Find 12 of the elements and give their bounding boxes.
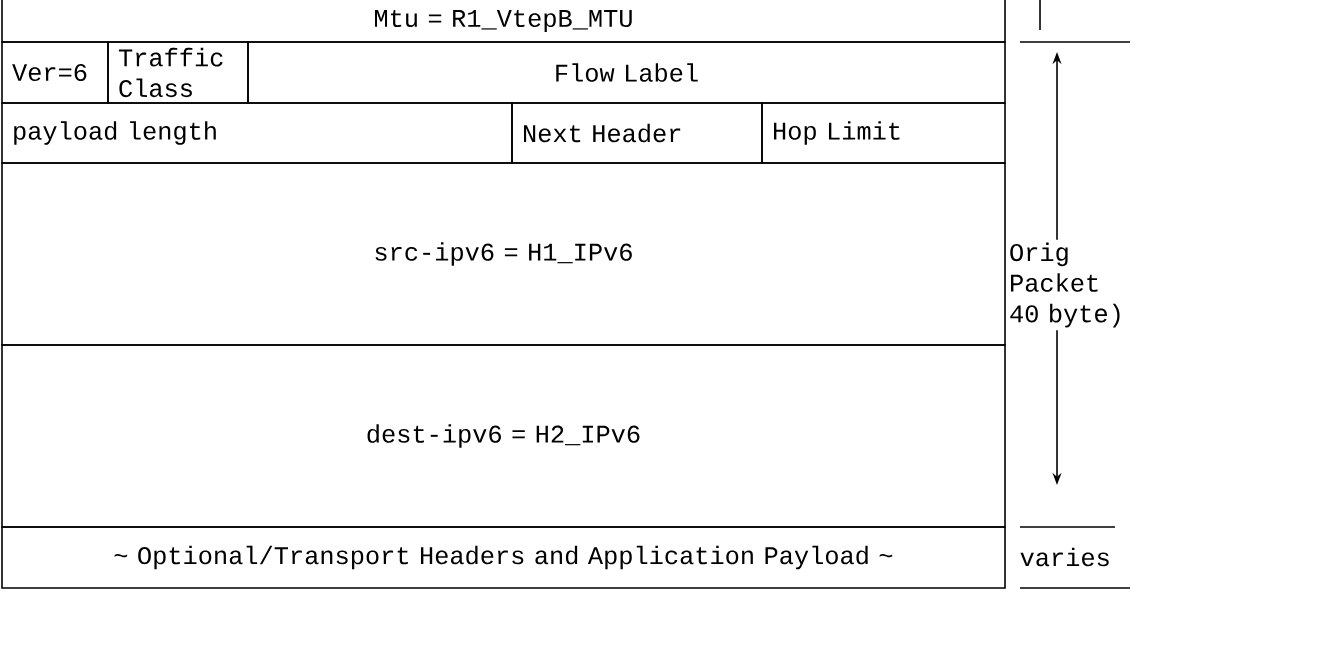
size-label: varies xyxy=(1020,547,1109,567)
table-cell: Ver=6 xyxy=(1,41,109,104)
table-cell: payload length xyxy=(1,102,513,164)
table-cell: Mtu = R1_VtepB_MTU xyxy=(1,0,1006,43)
dimension-label: Orig Packet 40 byte) xyxy=(1006,239,1144,331)
table-cell: Traffic Class xyxy=(107,41,249,104)
table-cell: dest-ipv6 = H2_IPv6 xyxy=(1,344,1006,528)
table-cell: Flow Label xyxy=(247,41,1006,104)
table-cell: Hop Limit xyxy=(761,102,1006,164)
table-cell: Next Header xyxy=(511,102,763,164)
table-cell: src-ipv6 = H1_IPv6 xyxy=(1,162,1006,346)
table-cell: ~ Optional/Transport Headers and Application Payload ~ xyxy=(1,526,1006,589)
